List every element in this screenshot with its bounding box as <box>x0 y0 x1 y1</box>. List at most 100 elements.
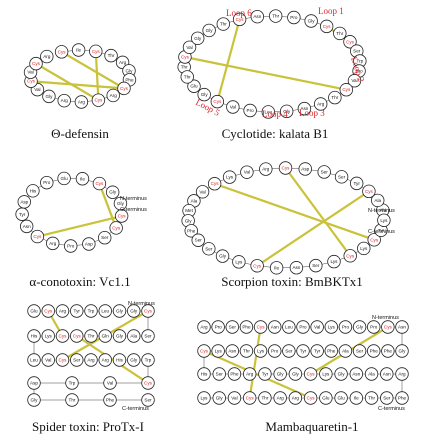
residue-circle <box>216 17 231 31</box>
residue-circle <box>343 35 357 49</box>
residue-circle <box>279 104 294 119</box>
residue-label: Asp <box>30 381 38 386</box>
residue-circle <box>226 100 240 114</box>
disulfide-bond <box>60 50 126 90</box>
residue-label: Trp <box>88 309 95 314</box>
residue-label: Gly <box>292 372 300 377</box>
vc11-n-terminus: N-terminus <box>120 196 147 202</box>
residue-label: His <box>116 358 123 363</box>
residue-label: Ser <box>144 398 152 403</box>
residue-circle <box>333 26 347 41</box>
residue-label: Thr <box>336 31 343 36</box>
residue-label: Val <box>34 87 40 92</box>
residue-circle <box>104 48 118 63</box>
residue-label: Val <box>199 189 205 194</box>
residue-circle <box>41 353 55 367</box>
residue-label: Ser <box>144 334 152 339</box>
residue-label: Lys <box>380 218 388 223</box>
residue-circle <box>210 94 225 109</box>
residue-circle <box>395 367 409 381</box>
residue-label: Tyr <box>353 181 360 186</box>
residue-label: Ile <box>80 176 85 181</box>
residue-label: Cys <box>213 99 222 104</box>
residue-circle <box>46 236 60 251</box>
residue-circle <box>227 367 242 381</box>
residue-circle <box>334 170 349 184</box>
residue-label: Cys <box>92 49 101 54</box>
residue-label: Cys <box>120 86 129 91</box>
residue-label: Ala <box>191 198 198 203</box>
residue-circle <box>42 89 56 104</box>
residue-label: Arg <box>78 99 86 104</box>
residue-circle <box>349 391 364 405</box>
residue-circle <box>70 329 84 343</box>
residue-circle <box>324 320 338 334</box>
disulfide-bond <box>256 190 371 267</box>
residue-label: Cys <box>59 358 68 363</box>
residue-circle <box>243 103 257 118</box>
residue-circle <box>250 9 265 24</box>
residue-label: Glu <box>30 309 38 314</box>
disulfide-bond <box>34 62 100 102</box>
residue-label: Ser <box>312 263 320 268</box>
residue-label: Cys <box>370 237 379 242</box>
residue-circle <box>278 161 293 175</box>
residue-label: Lys <box>331 259 339 264</box>
residue-circle <box>240 165 254 179</box>
residue-circle <box>364 367 379 381</box>
residue-label: Cys <box>94 98 103 103</box>
residue-circle <box>103 393 117 407</box>
residue-label: Ala <box>130 334 137 339</box>
residue-circle <box>112 304 127 318</box>
residue-label: Cys <box>246 396 255 401</box>
residue-label: Ser <box>73 358 81 363</box>
residue-label: Gly <box>116 334 124 339</box>
residue-label: Cys <box>211 181 220 186</box>
residue-label: Arg <box>277 396 285 401</box>
residue-label: Gly <box>109 190 117 195</box>
residue-label: Cys <box>144 381 153 386</box>
residue-label: Ala <box>379 208 386 213</box>
residue-label: Cys <box>200 349 209 354</box>
disulfide-bond <box>183 55 348 91</box>
residue-label: Ser <box>383 396 391 401</box>
residue-circle <box>339 83 354 97</box>
residue-label: Arg <box>200 325 208 330</box>
residue-label: Lys <box>201 396 209 401</box>
residue-circle <box>258 391 272 405</box>
caption-protx1: Spider toxin: ProTx-I <box>32 419 144 434</box>
residue-label: Asn <box>228 349 236 354</box>
bmbktx1-n-terminus: N-terminus <box>368 208 395 214</box>
residue-label: Gly <box>308 19 316 24</box>
residue-circle <box>239 344 254 358</box>
residue-label: Glu <box>337 396 345 401</box>
residue-circle <box>259 162 273 176</box>
residue-circle <box>309 258 323 273</box>
residue-circle <box>141 329 155 343</box>
residue-circle <box>184 224 198 238</box>
residue-label: Cys <box>33 234 42 239</box>
residue-circle <box>261 105 276 119</box>
residue-label: Cys <box>257 325 266 330</box>
residue-label: Cys <box>342 87 351 92</box>
residue-circle <box>141 353 155 367</box>
residue-label: Ser <box>195 238 203 243</box>
residue-circle <box>127 329 141 343</box>
residue-label: Phe <box>398 396 407 401</box>
residue-label: Phe <box>106 398 115 403</box>
residue-label: Lys <box>226 175 234 180</box>
residue-label: Arg <box>43 54 51 59</box>
residue-label: Ser <box>285 349 293 354</box>
residue-label: Arg <box>61 98 69 103</box>
residue-circle <box>65 376 79 390</box>
residue-label: Asn <box>398 325 406 330</box>
residue-circle <box>40 49 54 64</box>
residue-label: Cys <box>95 181 104 186</box>
residue-label: Pro <box>355 69 363 74</box>
residue-circle <box>112 329 127 343</box>
residue-label: Gly <box>216 396 224 401</box>
residue-circle <box>29 56 43 71</box>
residue-circle <box>190 31 205 45</box>
residue-label: Thr <box>108 53 115 58</box>
